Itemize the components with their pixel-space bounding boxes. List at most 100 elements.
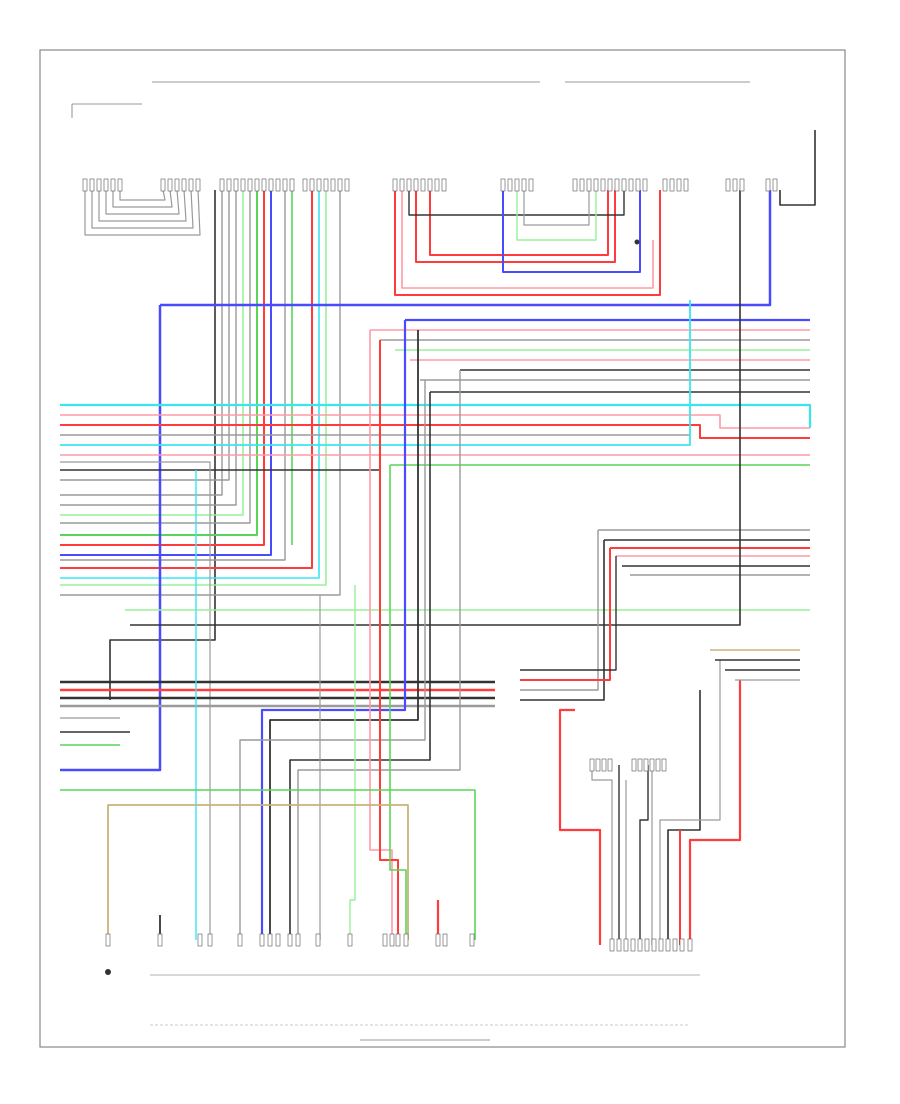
connector-pin	[315, 933, 321, 947]
connector-pin	[507, 178, 513, 192]
wire	[119, 189, 166, 201]
connector-pin	[630, 938, 636, 952]
connector-pin	[661, 758, 667, 772]
wire	[107, 804, 409, 940]
connector-pin	[500, 178, 506, 192]
wire	[779, 130, 816, 206]
wire	[60, 190, 320, 579]
wire	[60, 190, 230, 481]
connector-pin	[282, 178, 288, 192]
wire	[429, 190, 609, 256]
connector-pin	[347, 933, 353, 947]
connector-pin	[254, 178, 260, 192]
wire	[160, 190, 772, 307]
wire	[91, 189, 194, 229]
connector-pin	[197, 933, 203, 947]
wire	[60, 190, 272, 556]
connector-pin	[683, 178, 689, 192]
wire	[60, 305, 162, 772]
wire	[667, 690, 701, 945]
wire	[130, 190, 741, 626]
wire	[349, 585, 356, 940]
connector-pin	[614, 178, 620, 192]
connector-pin	[275, 178, 281, 192]
wire	[60, 190, 237, 506]
connector-pin	[658, 938, 664, 952]
connector-pin	[89, 178, 95, 192]
wire	[523, 190, 590, 226]
wire	[659, 660, 721, 945]
connector-pin	[739, 178, 745, 192]
wire	[60, 190, 244, 516]
connector-pin	[644, 938, 650, 952]
connector-pin	[427, 178, 433, 192]
connector-pin	[399, 178, 405, 192]
wire	[389, 465, 407, 940]
wire	[84, 189, 201, 236]
connector-pin	[233, 178, 239, 192]
wire	[520, 548, 611, 681]
connector-pin	[595, 758, 601, 772]
wire	[105, 189, 180, 215]
connector-pin	[607, 178, 613, 192]
connector-pin	[642, 178, 648, 192]
wire	[60, 789, 476, 940]
wire	[401, 190, 654, 289]
connector-pin	[295, 933, 301, 947]
wire	[269, 330, 419, 940]
connector-pin	[772, 178, 778, 192]
connector-pin	[157, 933, 163, 947]
connector-pin	[406, 178, 412, 192]
connector-pin	[302, 178, 308, 192]
wire	[60, 424, 810, 439]
wire	[98, 189, 187, 222]
connector-pin	[521, 178, 527, 192]
connector-pin	[601, 758, 607, 772]
connector-pin	[672, 938, 678, 952]
wire	[60, 190, 341, 596]
connector-pin	[732, 178, 738, 192]
wire	[520, 556, 617, 671]
wire	[60, 190, 265, 546]
wire	[520, 540, 605, 701]
wire-layer	[60, 130, 816, 976]
connector-pin	[413, 178, 419, 192]
wire	[394, 190, 661, 296]
connector-pin	[643, 758, 649, 772]
connector-pin	[268, 178, 274, 192]
connector-pin	[226, 178, 232, 192]
connector-pin	[651, 938, 657, 952]
connector-pin	[389, 933, 395, 947]
connector-pin	[309, 178, 315, 192]
connector-pin	[765, 178, 771, 192]
wire	[639, 765, 649, 945]
connector-pin	[586, 178, 592, 192]
diagram-border	[39, 49, 846, 1048]
connector-pin	[662, 178, 668, 192]
connector-pin	[514, 178, 520, 192]
connector-pin	[181, 178, 187, 192]
connector-pin	[725, 178, 731, 192]
connector-pin	[167, 178, 173, 192]
connector-pin	[572, 178, 578, 192]
connector-pin	[609, 938, 615, 952]
connector-pin	[323, 178, 329, 192]
connector-pin	[442, 933, 448, 947]
connector-pin	[174, 178, 180, 192]
wire	[502, 190, 641, 273]
connector-pin	[110, 178, 116, 192]
wire	[112, 189, 173, 208]
connector-pin	[82, 178, 88, 192]
connector-pin	[616, 938, 622, 952]
connector-pin	[635, 178, 641, 192]
wire	[379, 340, 399, 940]
connector-pin-layer	[82, 178, 778, 952]
connector-pin	[441, 178, 447, 192]
connector-pin	[395, 933, 401, 947]
connector-pin	[687, 938, 693, 952]
connector-pin	[621, 178, 627, 192]
connector-pin	[96, 178, 102, 192]
connector-pin	[330, 178, 336, 192]
connector-pin	[434, 178, 440, 192]
